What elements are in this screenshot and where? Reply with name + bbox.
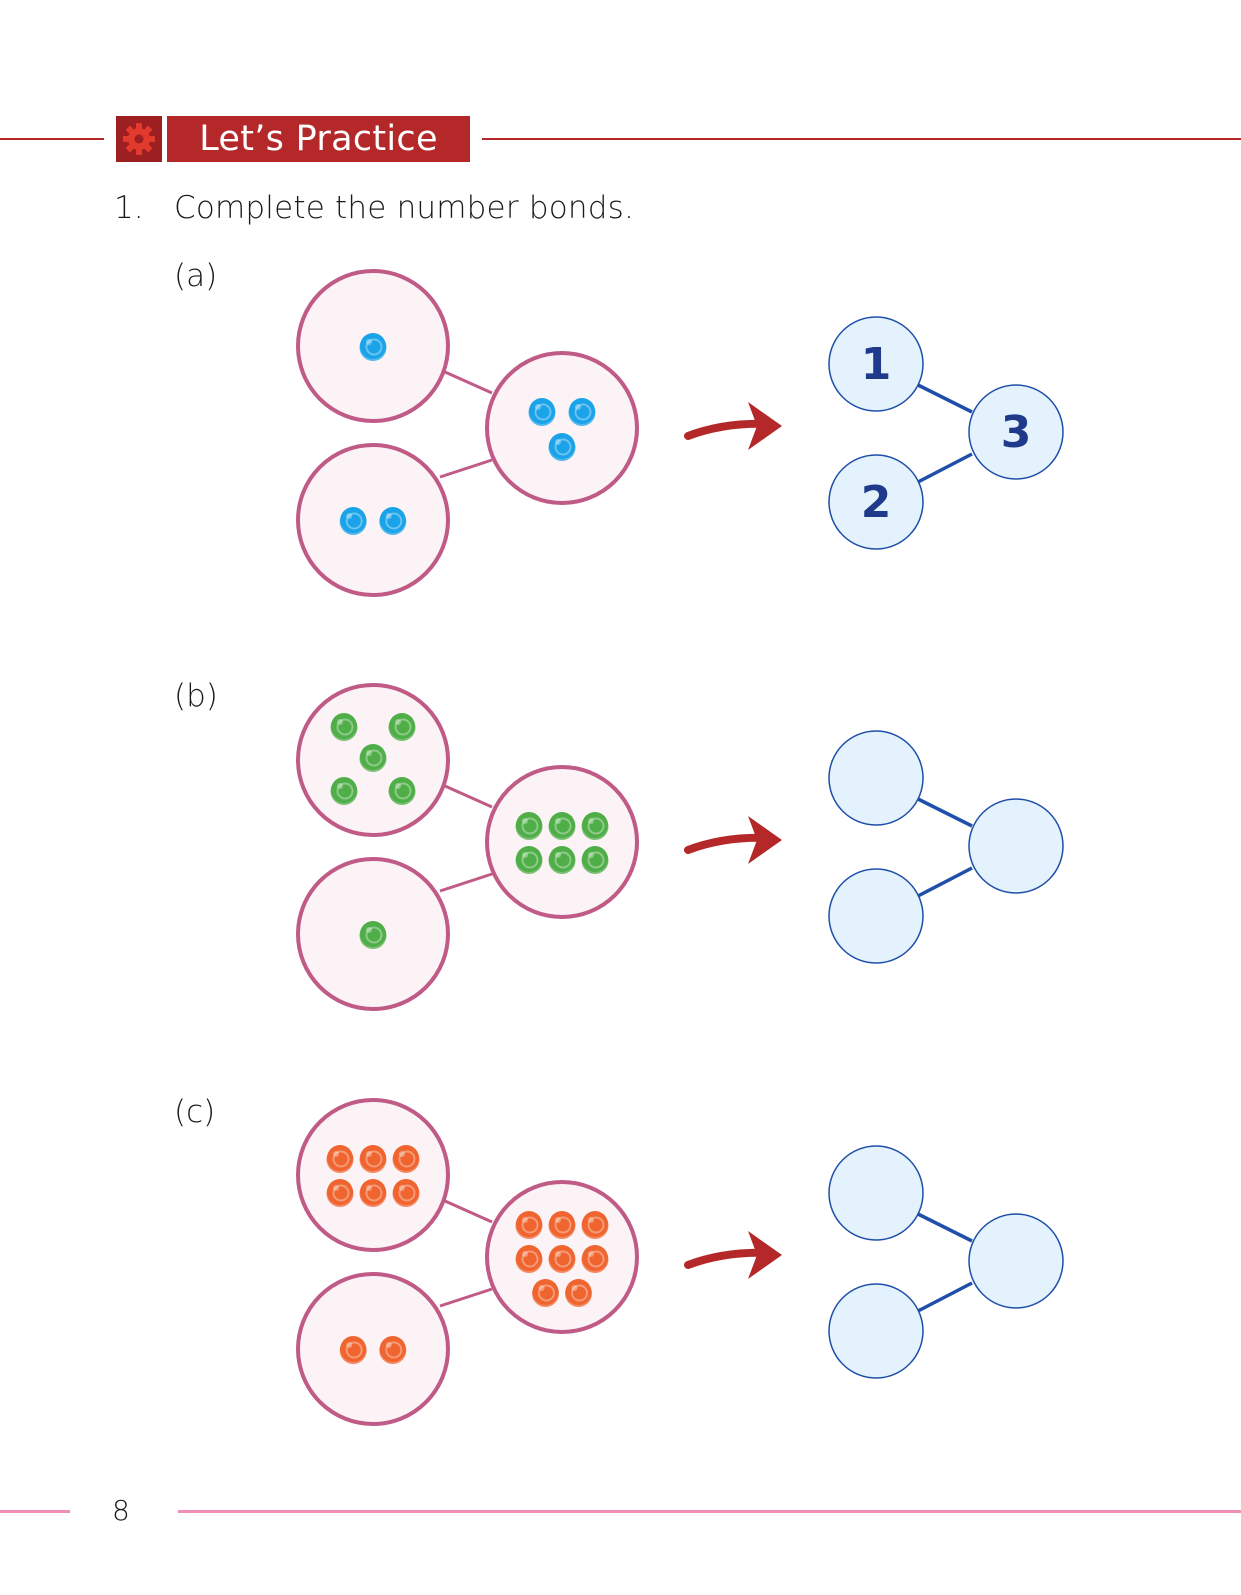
counter-dot xyxy=(532,1279,559,1307)
header-rule-right xyxy=(482,138,1241,140)
answer-bond-line-bottom xyxy=(917,866,973,898)
counter-dot xyxy=(515,846,543,874)
counter-dot xyxy=(379,1336,407,1364)
counter-circle-top xyxy=(296,1098,450,1252)
footer-rule-left xyxy=(0,1510,70,1513)
counter-circle-bottom xyxy=(296,443,450,597)
answer-number: 2 xyxy=(861,477,892,528)
gear-icon xyxy=(123,123,155,155)
part-label-b: (b) xyxy=(174,678,218,714)
counter-dot xyxy=(388,713,416,741)
page-number: 8 xyxy=(112,1494,130,1527)
section-title: Let’s Practice xyxy=(167,116,470,162)
counter-dot xyxy=(548,846,576,874)
number-bond-part-a: 1 2 3 xyxy=(296,269,1064,597)
counter-dot xyxy=(359,1179,387,1207)
counter-dot xyxy=(359,921,387,949)
counter-dot xyxy=(581,1245,609,1273)
arrow-icon xyxy=(684,816,782,864)
question-number: 1. xyxy=(114,190,144,226)
answer-circle-bottom[interactable] xyxy=(828,868,924,964)
header-icon-box xyxy=(116,116,162,162)
counter-dot xyxy=(548,1211,576,1239)
counter-dot xyxy=(326,1145,354,1173)
part-label-c: (c) xyxy=(174,1094,216,1130)
bond-line-bottom xyxy=(439,1287,493,1308)
answer-bond-line-top xyxy=(917,383,973,414)
bond-line-top xyxy=(444,1199,493,1224)
number-bond-part-b xyxy=(296,683,1064,1011)
answer-circle-top[interactable] xyxy=(828,730,924,826)
answer-circle-bottom: 2 xyxy=(828,454,924,550)
answer-circle-whole[interactable] xyxy=(968,798,1064,894)
counter-dot xyxy=(326,1179,354,1207)
counter-dot xyxy=(515,812,543,840)
counter-dot xyxy=(359,744,387,772)
answer-circle-whole[interactable] xyxy=(968,1213,1064,1309)
arrow-icon xyxy=(684,1231,782,1279)
header-rule-left xyxy=(0,138,104,140)
counter-dot xyxy=(568,398,596,426)
answer-bond-line-top xyxy=(917,797,973,828)
counter-dot xyxy=(330,713,358,741)
footer-rule-right xyxy=(178,1510,1241,1513)
counter-circle-bottom xyxy=(296,1272,450,1426)
answer-bond-line-top xyxy=(917,1212,973,1243)
answer-bond-line-bottom xyxy=(917,1281,973,1313)
bond-line-top xyxy=(444,370,493,395)
counter-dot xyxy=(339,507,367,535)
counter-dot xyxy=(330,777,358,805)
answer-number: 1 xyxy=(861,339,892,390)
question-instruction: Complete the number bonds. xyxy=(174,190,634,226)
answer-circle-bottom[interactable] xyxy=(828,1283,924,1379)
counter-dot xyxy=(581,846,609,874)
counter-dot xyxy=(339,1336,367,1364)
counter-dot xyxy=(565,1279,592,1307)
counter-dot xyxy=(528,398,556,426)
arrow-icon xyxy=(684,402,782,450)
number-bond-part-c xyxy=(296,1098,1064,1426)
counter-dot xyxy=(379,507,407,535)
answer-circle-top[interactable] xyxy=(828,1145,924,1241)
counter-dot xyxy=(392,1145,420,1173)
counter-dot xyxy=(359,333,387,361)
bond-line-top xyxy=(444,784,493,809)
answer-bond-line-bottom xyxy=(917,452,973,484)
answer-circle-whole: 3 xyxy=(968,384,1064,480)
counter-circle-whole xyxy=(485,765,639,919)
counter-dot xyxy=(581,1211,609,1239)
counter-dot xyxy=(392,1179,420,1207)
counter-dot xyxy=(515,1211,543,1239)
counter-circle-whole xyxy=(485,351,639,505)
answer-number: 3 xyxy=(1001,407,1032,458)
bond-line-bottom xyxy=(439,458,493,479)
bond-line-bottom xyxy=(439,872,493,893)
answer-circle-top: 1 xyxy=(828,316,924,412)
counter-dot xyxy=(515,1245,543,1273)
counter-dot xyxy=(388,777,416,805)
counter-dot xyxy=(359,1145,387,1173)
part-label-a: (a) xyxy=(174,258,218,294)
counter-dot xyxy=(548,812,576,840)
counter-dot xyxy=(548,433,576,461)
counter-dot xyxy=(548,1245,576,1273)
counter-dot xyxy=(581,812,609,840)
